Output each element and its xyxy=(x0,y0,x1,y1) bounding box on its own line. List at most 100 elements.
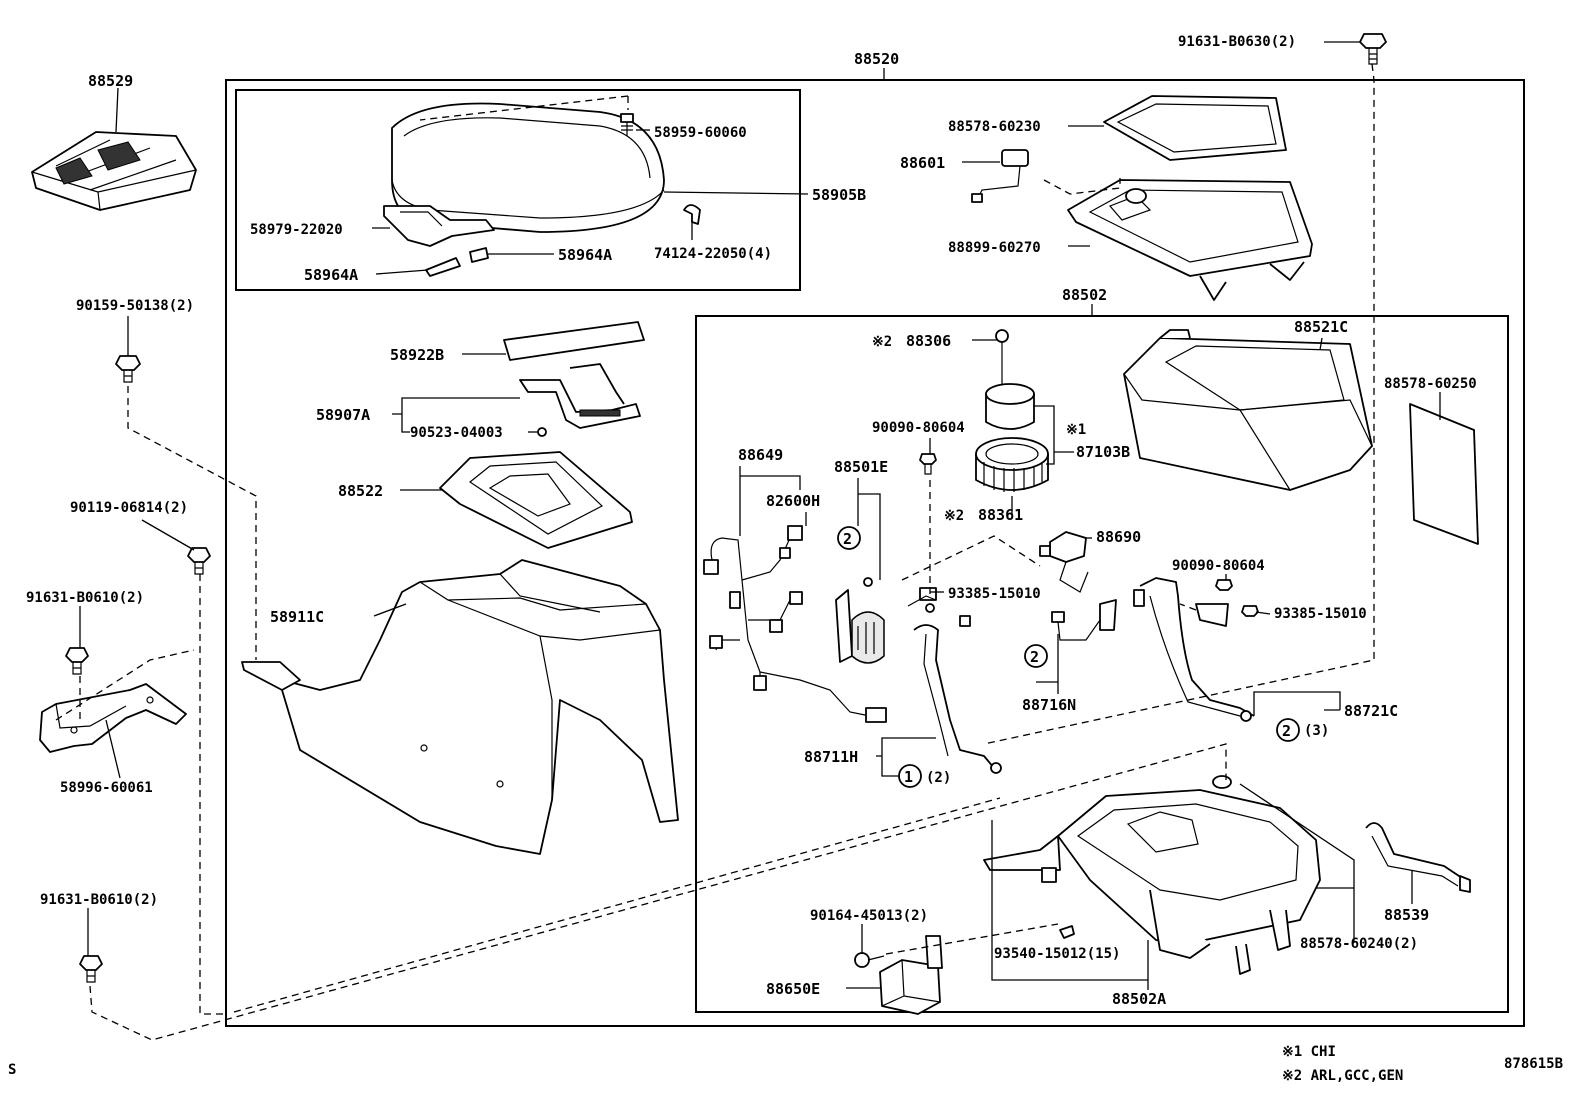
label-91631-b0630: 91631-B0630(2) xyxy=(1178,34,1296,50)
part-93540-shape xyxy=(1059,925,1075,939)
part-91631-b0630-shape xyxy=(1359,33,1387,65)
frame-58905b xyxy=(235,89,801,291)
part-58996-shape xyxy=(39,683,187,753)
label-58979-22020: 58979-22020 xyxy=(250,222,343,238)
qty-3: (3) xyxy=(1304,723,1329,739)
ref-mark-2-88306: ※2 xyxy=(872,334,892,350)
part-88649-shape xyxy=(703,525,887,723)
dashed-guides xyxy=(55,63,1375,1041)
label-90523-04003: 90523-04003 xyxy=(410,425,503,441)
part-88501e-shape xyxy=(835,577,885,664)
part-58959-shape xyxy=(620,113,634,136)
part-91631-b0610-shape-b xyxy=(79,955,103,983)
label-88721c: 88721C xyxy=(1344,702,1398,720)
label-88529: 88529 xyxy=(88,72,133,90)
label-93385-15010-a: 93385-15010 xyxy=(948,586,1041,602)
part-58964a-shape-2 xyxy=(469,247,489,263)
label-88601: 88601 xyxy=(900,154,945,172)
label-88578-60230: 88578-60230 xyxy=(948,119,1041,135)
label-88520: 88520 xyxy=(854,50,899,68)
part-58911c-shape xyxy=(241,559,679,855)
part-58907a-shape xyxy=(519,363,641,429)
part-88716n-shape xyxy=(1051,599,1117,641)
label-58964a-left: 58964A xyxy=(304,266,358,284)
label-58905b: 58905B xyxy=(812,186,866,204)
label-87103b: 87103B xyxy=(1076,443,1130,461)
frame-88502 xyxy=(695,315,1509,1013)
label-74124-22050: 74124-22050(4) xyxy=(654,246,772,262)
part-93385-b-shape xyxy=(1241,605,1259,617)
label-91631-b0610-a: 91631-B0610(2) xyxy=(26,590,144,606)
circle-mark-2-relay: 2 xyxy=(843,530,852,548)
part-90523-shape xyxy=(537,427,547,437)
part-88721c-shape xyxy=(1133,577,1255,722)
ref-mark-1: ※1 xyxy=(1066,422,1086,438)
part-90164-shape xyxy=(854,952,885,968)
part-74124-shape xyxy=(683,204,701,225)
label-90159-50138: 90159-50138(2) xyxy=(76,298,194,314)
part-87103b-shape xyxy=(985,383,1035,430)
label-88522: 88522 xyxy=(338,482,383,500)
circle-mark-2-88716n: 2 xyxy=(1030,648,1039,666)
label-58911c: 58911C xyxy=(270,608,324,626)
footnote-1: ※1 CHI xyxy=(1282,1044,1336,1060)
part-88578-60230-shape xyxy=(1103,95,1287,161)
part-88899-shape xyxy=(1067,179,1313,301)
label-93385-15010-b: 93385-15010 xyxy=(1274,606,1367,622)
part-90090-b-shape xyxy=(1195,579,1233,627)
qty-2: (2) xyxy=(926,770,951,786)
label-58907a: 58907A xyxy=(316,406,370,424)
part-88306-shape xyxy=(995,329,1009,388)
part-connector-mid-shape xyxy=(907,587,971,627)
label-88899-60270: 88899-60270 xyxy=(948,240,1041,256)
label-88521c: 88521C xyxy=(1294,318,1348,336)
label-88711h: 88711H xyxy=(804,748,858,766)
circle-mark-2-88721c: 2 xyxy=(1282,722,1291,740)
frame-88520 xyxy=(225,79,1525,1027)
part-90159-shape xyxy=(115,355,141,383)
part-88529-shape xyxy=(31,131,197,211)
label-58964a-right: 58964A xyxy=(558,246,612,264)
label-58996-60061: 58996-60061 xyxy=(60,780,153,796)
label-93540-15012: 93540-15012(15) xyxy=(994,946,1120,962)
ref-mark-2-88361: ※2 xyxy=(944,508,964,524)
label-90090-80604-a: 90090-80604 xyxy=(872,420,965,436)
label-88539: 88539 xyxy=(1384,906,1429,924)
footnote-2: ※2 ARL,GCC,GEN xyxy=(1282,1068,1403,1084)
part-88521c-shape xyxy=(1123,329,1373,491)
label-88649: 88649 xyxy=(738,446,783,464)
label-88690: 88690 xyxy=(1096,528,1141,546)
label-88716n: 88716N xyxy=(1022,696,1076,714)
label-88501e: 88501E xyxy=(834,458,888,476)
diagram-id: 878615B xyxy=(1504,1056,1563,1072)
label-88306: 88306 xyxy=(906,332,951,350)
label-88502: 88502 xyxy=(1062,286,1107,304)
part-58979-shape xyxy=(383,205,495,247)
part-88361-shape xyxy=(975,437,1049,492)
part-91631-b0610-shape-a xyxy=(65,647,89,675)
part-88522-shape xyxy=(439,451,633,549)
part-90119-shape xyxy=(187,547,211,575)
label-58959-60060: 58959-60060 xyxy=(654,125,747,141)
part-88690-shape xyxy=(1039,531,1089,593)
circle-marks xyxy=(837,526,1300,788)
label-88650e: 88650E xyxy=(766,980,820,998)
label-90164-45013: 90164-45013(2) xyxy=(810,908,928,924)
part-88539-shape xyxy=(1365,822,1471,893)
label-58922b: 58922B xyxy=(390,346,444,364)
circle-mark-1-88711h: 1 xyxy=(904,768,913,786)
part-88601-shape xyxy=(971,149,1029,203)
part-58922b-shape xyxy=(503,321,645,361)
part-88578-60250-shape xyxy=(1409,403,1479,545)
label-90090-80604-b: 90090-80604 xyxy=(1172,558,1265,574)
label-88578-60240: 88578-60240(2) xyxy=(1300,936,1418,952)
part-90090-a-shape xyxy=(919,453,937,475)
leader-lines xyxy=(79,41,1441,990)
part-58964a-shape-1 xyxy=(425,257,461,277)
corner-mark: S xyxy=(8,1062,16,1078)
label-90119-06814: 90119-06814(2) xyxy=(70,500,188,516)
part-88650e-shape xyxy=(879,935,943,1015)
label-88361: 88361 xyxy=(978,506,1023,524)
label-88578-60250: 88578-60250 xyxy=(1384,376,1477,392)
